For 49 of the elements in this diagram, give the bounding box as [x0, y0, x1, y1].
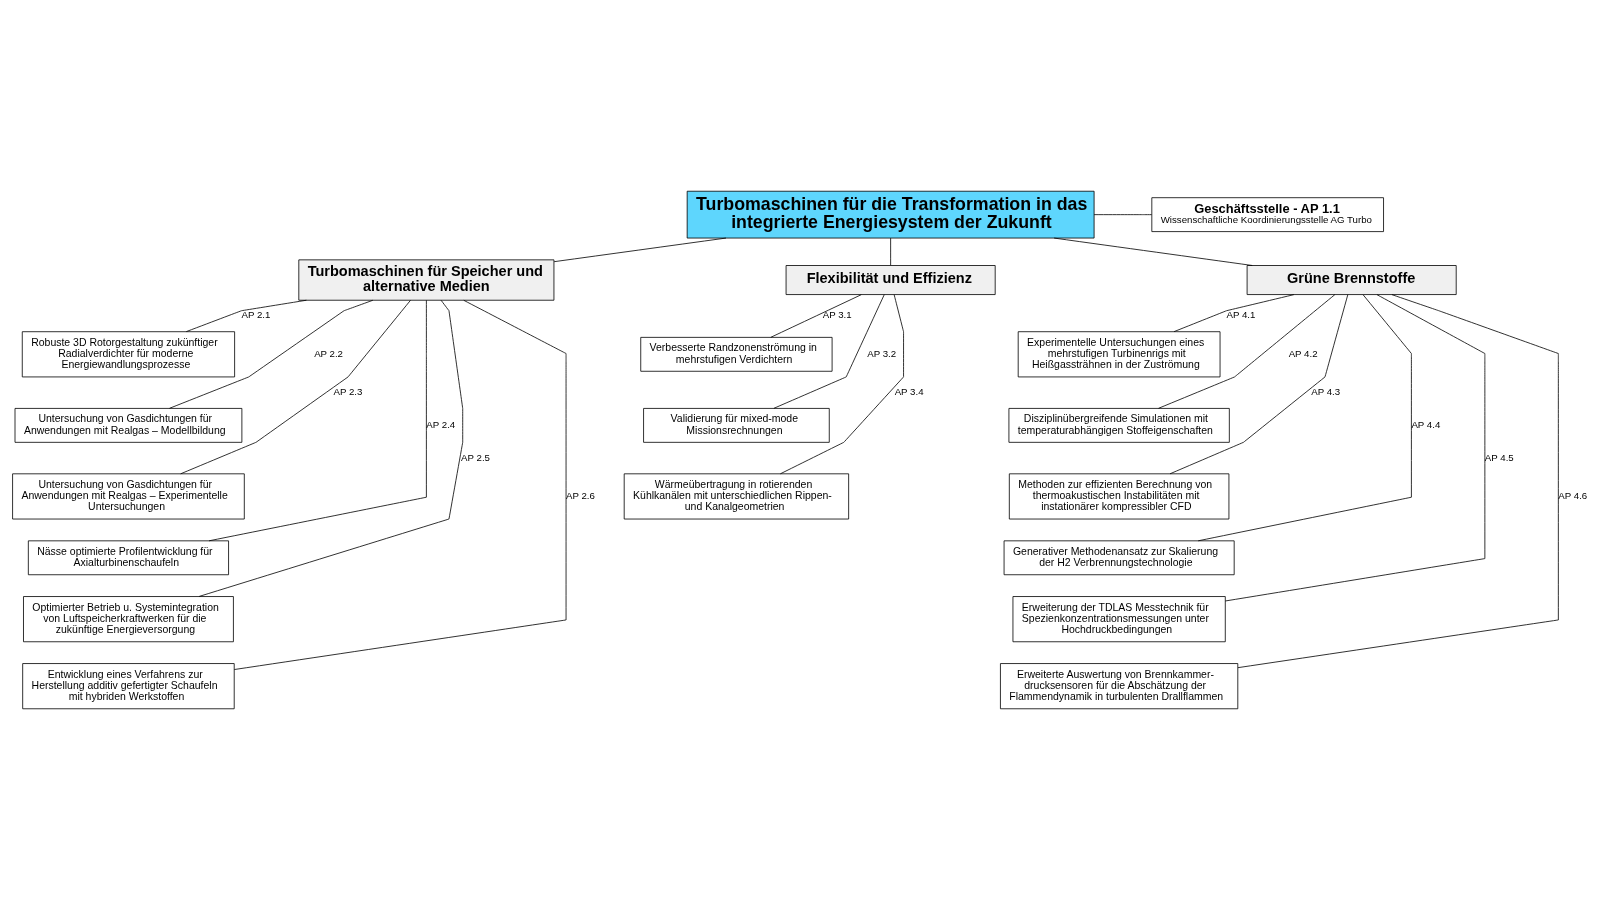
- edge-label: AP 4.1: [1226, 309, 1256, 321]
- node-box: Turbomaschinen für Speicher und alternative Medien: [298, 259, 555, 301]
- connector: [553, 237, 727, 263]
- node-box: Entwicklung eines Verfahrens zur Herstellung additiv gefertigter Schaufeln mit hybriden Werkstoffen: [22, 663, 235, 710]
- edge-label: AP 2.1: [241, 309, 271, 321]
- edge-label: AP 2.5: [461, 451, 490, 463]
- edge-label: AP 2.3: [333, 386, 363, 398]
- node-box: Geschäftsstelle - AP 1.1 Wissenschaftliche Koordinierungsstelle AG Turbo: [1151, 197, 1384, 232]
- node-box: Generativer Methodenansatz zur Skalierung der H2 Verbrennungstechnologie: [1003, 540, 1235, 576]
- connector: [1225, 294, 1486, 602]
- edge-label: AP 3.1: [822, 309, 852, 321]
- node-box: Verbesserte Randzonenströmung in mehrstufigen Verdichtern: [640, 336, 833, 372]
- edge-label: AP 2.6: [566, 489, 595, 501]
- connector: [890, 237, 892, 266]
- node-box: Erweiterte Auswertung von Brennkammer-drucksensoren für die Abschätzung der Flammendynamik in turbulenten Drallflammen: [1000, 663, 1239, 710]
- node-box: Robuste 3D Rotorgestaltung zukünftiger Radialverdichter für moderne Energiewandlungsprozesse: [21, 331, 236, 378]
- connector: [1237, 294, 1559, 669]
- connector: [180, 299, 411, 475]
- edge-label: AP 3.2: [867, 347, 897, 359]
- connector: [1093, 214, 1153, 216]
- edge-label: AP 4.5: [1484, 451, 1514, 463]
- node-box: Experimentelle Untersuchungen eines mehrstufigen Turbinenrigs mit Heißgassträhnen in der Zuströmung: [1017, 331, 1221, 378]
- node-box: Optimierter Betrieb u. Systemintegration von Luftspeicherkraftwerken für die zukünftige Energieversorgung: [23, 596, 234, 643]
- connector: [1173, 294, 1295, 333]
- connector: [780, 294, 904, 475]
- node-box: Wärmeübertragung in rotierenden Kühlkanälen mit unterschiedlichen Rippen- und Kanalgeometrien: [623, 473, 850, 520]
- connector: [233, 299, 567, 670]
- connector: [1053, 237, 1253, 266]
- connector: [208, 299, 427, 542]
- connector: [773, 294, 885, 409]
- edge-label: AP 4.2: [1288, 347, 1318, 359]
- connector: [770, 294, 862, 338]
- edge-label: AP 2.2: [314, 347, 344, 359]
- connector: [1169, 294, 1349, 475]
- node-box: Grüne Brennstoffe: [1246, 265, 1457, 295]
- node-box: Turbomaschinen für die Transformation in das integrierte Energiesystem der Zukunft: [686, 190, 1095, 239]
- connector: [1158, 294, 1336, 409]
- connector: [185, 299, 307, 333]
- node-box: Methoden zur effizienten Berechnung von thermoakustischen Instabilitäten mit instationärer kompressibler CFD: [1008, 473, 1230, 520]
- node-box: Validierung für mixed-mode Missionsrechnungen: [643, 408, 830, 443]
- node-box: Nässe optimierte Profilentwicklung für Axialturbinenschaufeln: [27, 540, 229, 576]
- node-box: Untersuchung von Gasdichtungen für Anwendungen mit Realgas – Modellbildung: [14, 408, 243, 443]
- connector: [169, 299, 374, 409]
- node-box: Untersuchung von Gasdichtungen für Anwendungen mit Realgas – Experimentelle Untersuchungen: [12, 473, 245, 520]
- node-box: Erweiterung der TDLAS Messtechnik für Spezienkonzentrationsmessungen unter Hochdruckbedingungen: [1012, 596, 1226, 643]
- node-box: Flexibilität und Effizienz: [785, 265, 996, 295]
- node-box: Disziplinübergreifende Simulationen mit temperaturabhängigen Stoffeigenschaften: [1008, 408, 1230, 443]
- edge-label: AP 4.3: [1311, 386, 1341, 398]
- edge-label: AP 3.4: [894, 386, 924, 398]
